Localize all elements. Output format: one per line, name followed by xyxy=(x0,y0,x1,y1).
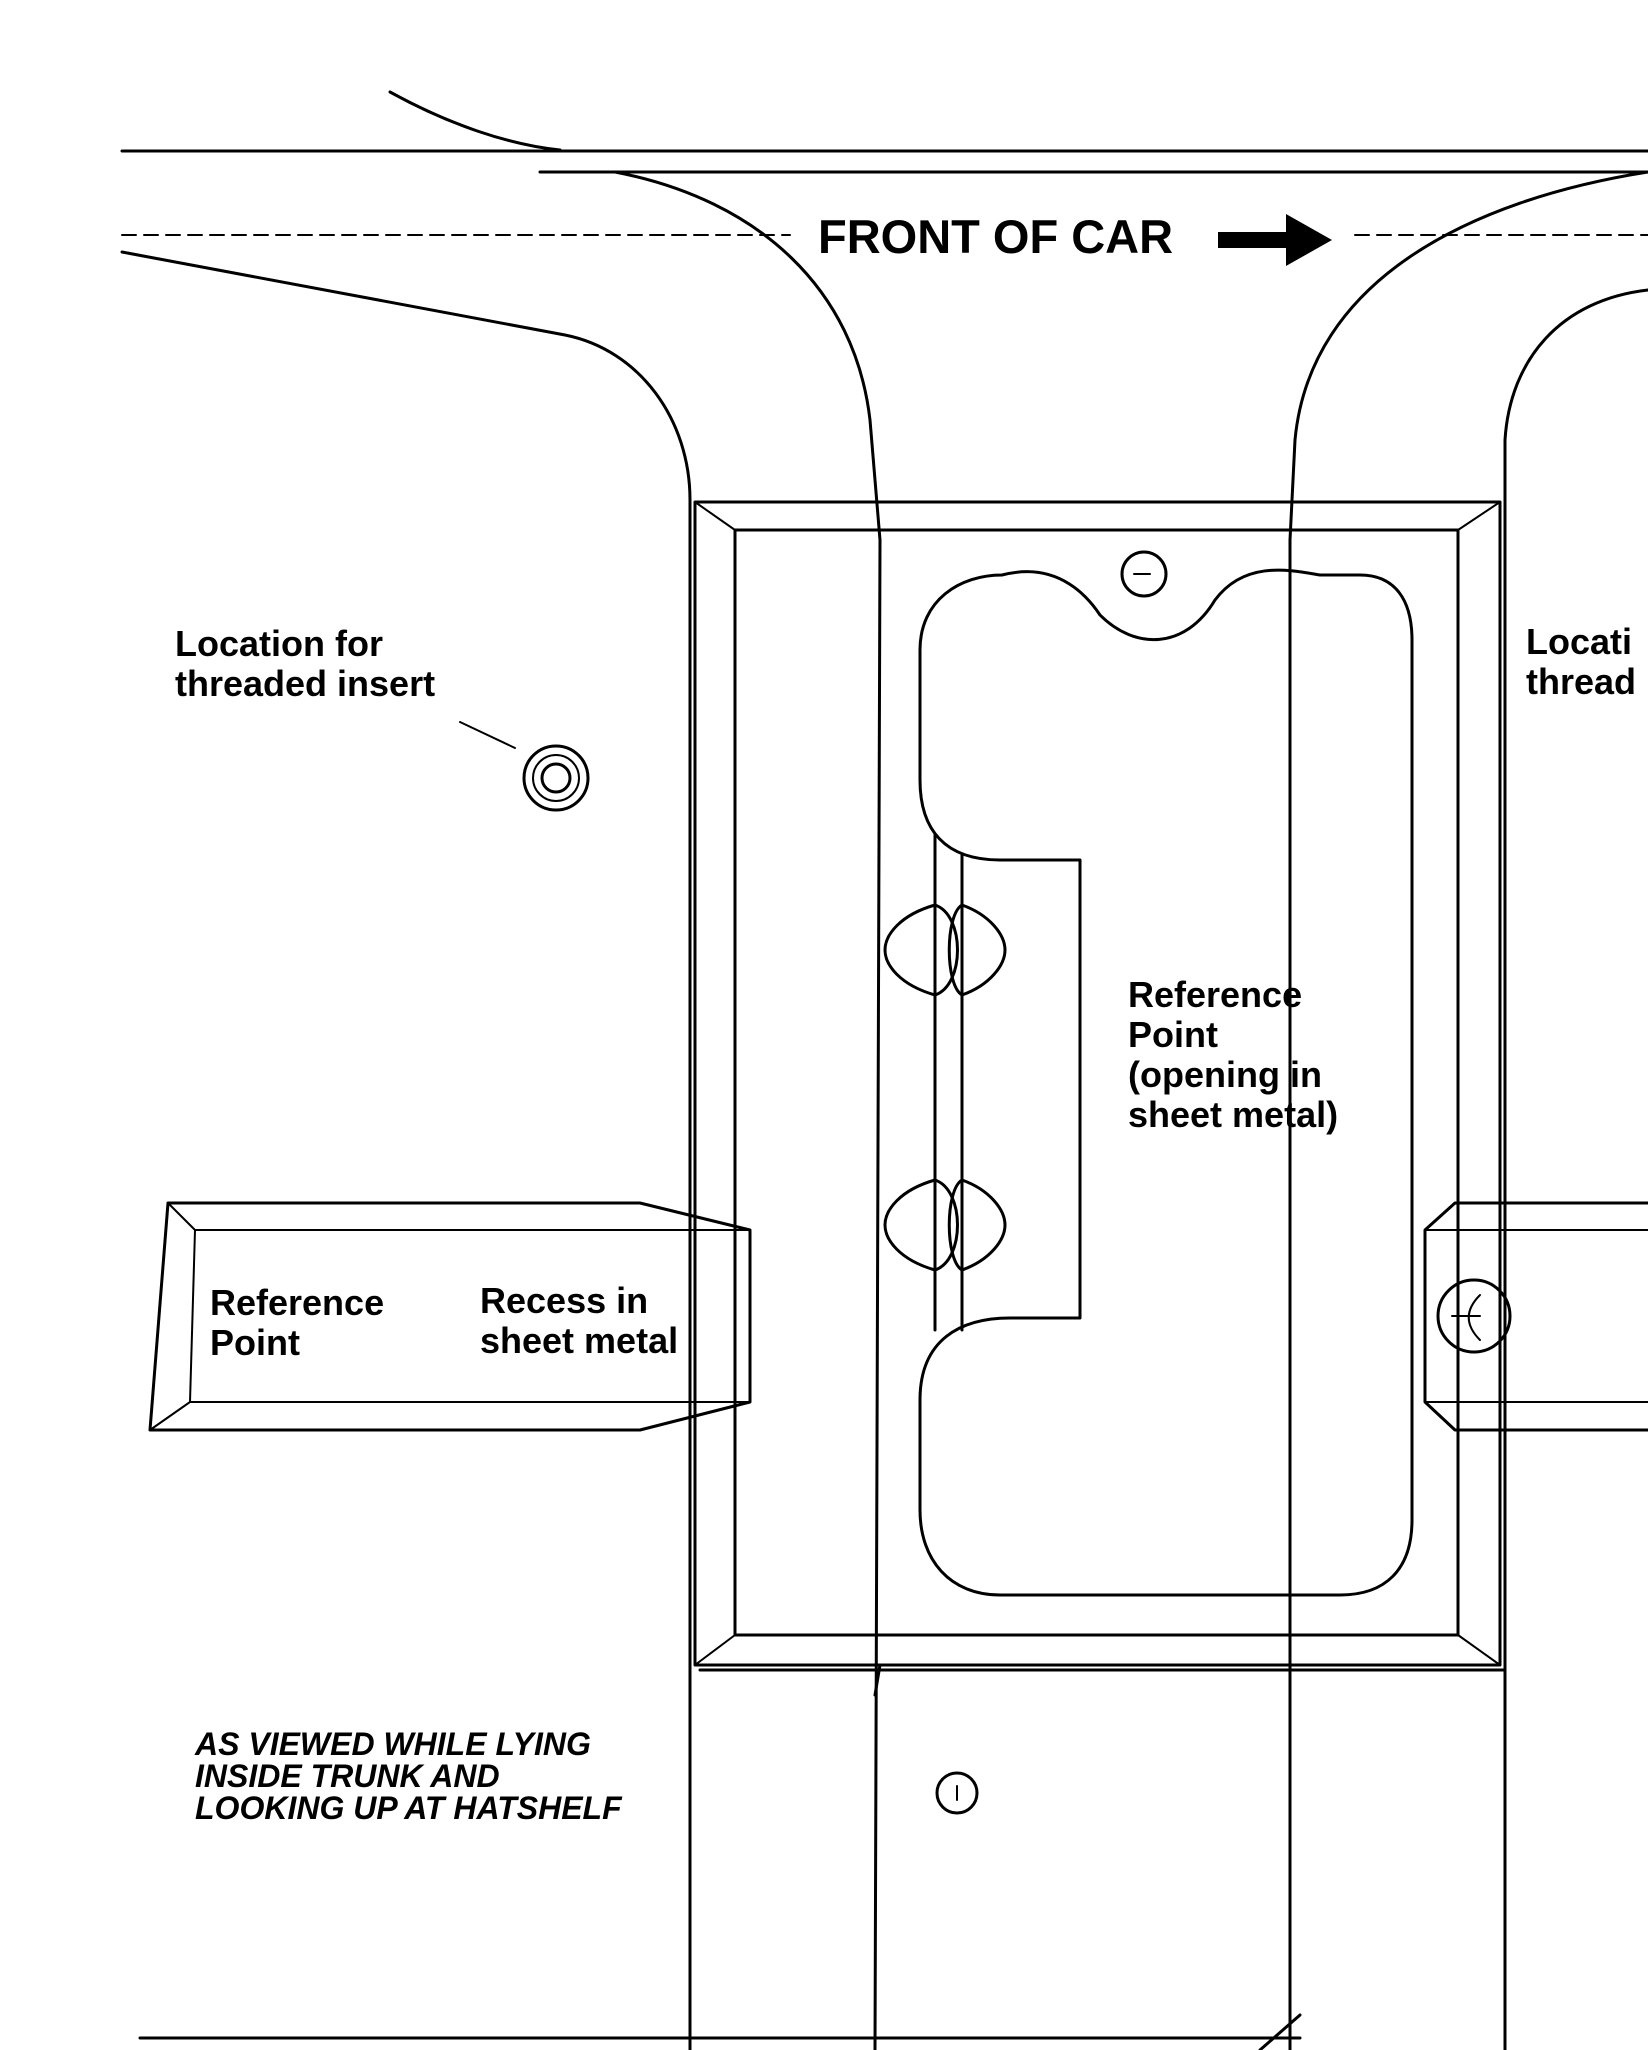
lower-left-divider xyxy=(873,1663,882,1697)
lens-upper-right xyxy=(947,903,1007,997)
lens-lower-right xyxy=(947,1178,1007,1272)
small-fastener-icon xyxy=(935,1771,979,1815)
lens-lower-left xyxy=(883,1178,959,1272)
reference-point-recess-label: Reference Point xyxy=(210,1282,385,1363)
front-of-car-label: FRONT OF CAR xyxy=(818,210,1174,263)
viewing-note: AS VIEWED WHILE LYING INSIDE TRUNK AND L… xyxy=(195,1726,622,1826)
reference-point-opening-label: Reference Point (opening in sheet metal) xyxy=(1128,974,1339,1135)
threaded-insert-icon xyxy=(522,744,590,812)
recess-in-sheet-metal-label: Recess in sheet metal xyxy=(480,1280,679,1361)
right-recess-inner xyxy=(1424,1229,1648,1403)
fastener-icon xyxy=(1120,550,1168,598)
left-channel-curve xyxy=(613,170,882,2050)
left-panel-edge xyxy=(120,250,692,2050)
main-frame-inner xyxy=(733,528,1460,1637)
right-arrow-icon xyxy=(1218,214,1332,266)
recess-box-inner xyxy=(149,1202,751,1431)
right-inner-curve xyxy=(1503,288,1648,2050)
threaded-insert-label-left: Location for threaded insert xyxy=(175,623,436,704)
threaded-insert-label-right: Locati thread xyxy=(1526,621,1637,702)
right-recess-box xyxy=(1423,1201,1648,1432)
main-frame-outer xyxy=(693,500,1502,1667)
lens-upper-left xyxy=(883,903,959,997)
frame-bevel xyxy=(694,501,1501,1666)
bottom-curve xyxy=(1258,2013,1302,2050)
sheet-metal-opening xyxy=(918,568,1414,1597)
upper-curve-line xyxy=(388,90,562,152)
right-fastener-icon xyxy=(1436,1278,1512,1354)
right-channel-curve xyxy=(1288,170,1648,2050)
threaded-insert-leader xyxy=(459,721,516,749)
